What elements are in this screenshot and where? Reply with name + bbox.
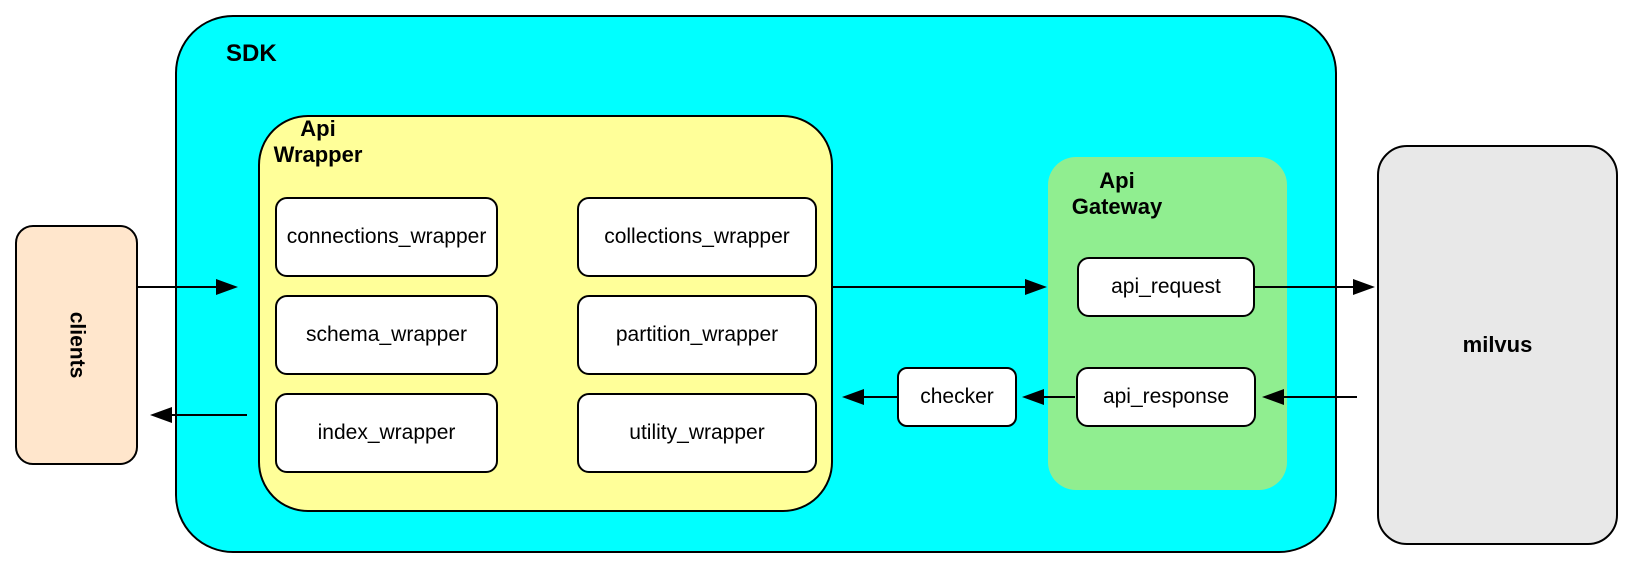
sdk-label: SDK [226,40,277,67]
api-gateway-label: Api Gateway [1071,168,1163,219]
arrowhead-right-icon [1353,279,1375,295]
node-schema-wrapper: schema_wrapper [275,295,498,375]
node-clients-label: clients [65,311,89,379]
node-partition-wrapper-label: partition_wrapper [615,323,779,346]
node-milvus: milvus [1377,145,1618,545]
node-connections-wrapper: connections_wrapper [275,197,498,277]
api-gateway-container [1048,157,1287,490]
node-checker-label: checker [920,385,994,408]
node-index-wrapper: index_wrapper [275,393,498,473]
node-api-request: api_request [1077,257,1255,317]
node-collections-wrapper-label: collections_wrapper [604,225,790,248]
arrowhead-right-icon [1025,279,1047,295]
node-utility-wrapper: utility_wrapper [577,393,817,473]
node-api-request-label: api_request [1111,275,1221,298]
node-api-response: api_response [1076,367,1256,427]
node-collections-wrapper: collections_wrapper [577,197,817,277]
node-connections-wrapper-label: connections_wrapper [286,225,487,248]
arrowhead-right-icon [216,279,238,295]
node-utility-wrapper-label: utility_wrapper [629,421,765,444]
node-api-response-label: api_response [1102,385,1230,408]
node-milvus-label: milvus [1462,332,1533,357]
node-schema-wrapper-label: schema_wrapper [305,323,468,346]
api-wrapper-label: Api Wrapper [273,116,363,167]
node-partition-wrapper: partition_wrapper [577,295,817,375]
node-clients: clients [15,225,138,465]
node-checker: checker [897,367,1017,427]
arrowhead-left-icon [1022,389,1044,405]
node-index-wrapper-label: index_wrapper [317,421,456,444]
arrowhead-left-icon [150,407,172,423]
arrowhead-left-icon [842,389,864,405]
arrowhead-left-icon [1262,389,1284,405]
